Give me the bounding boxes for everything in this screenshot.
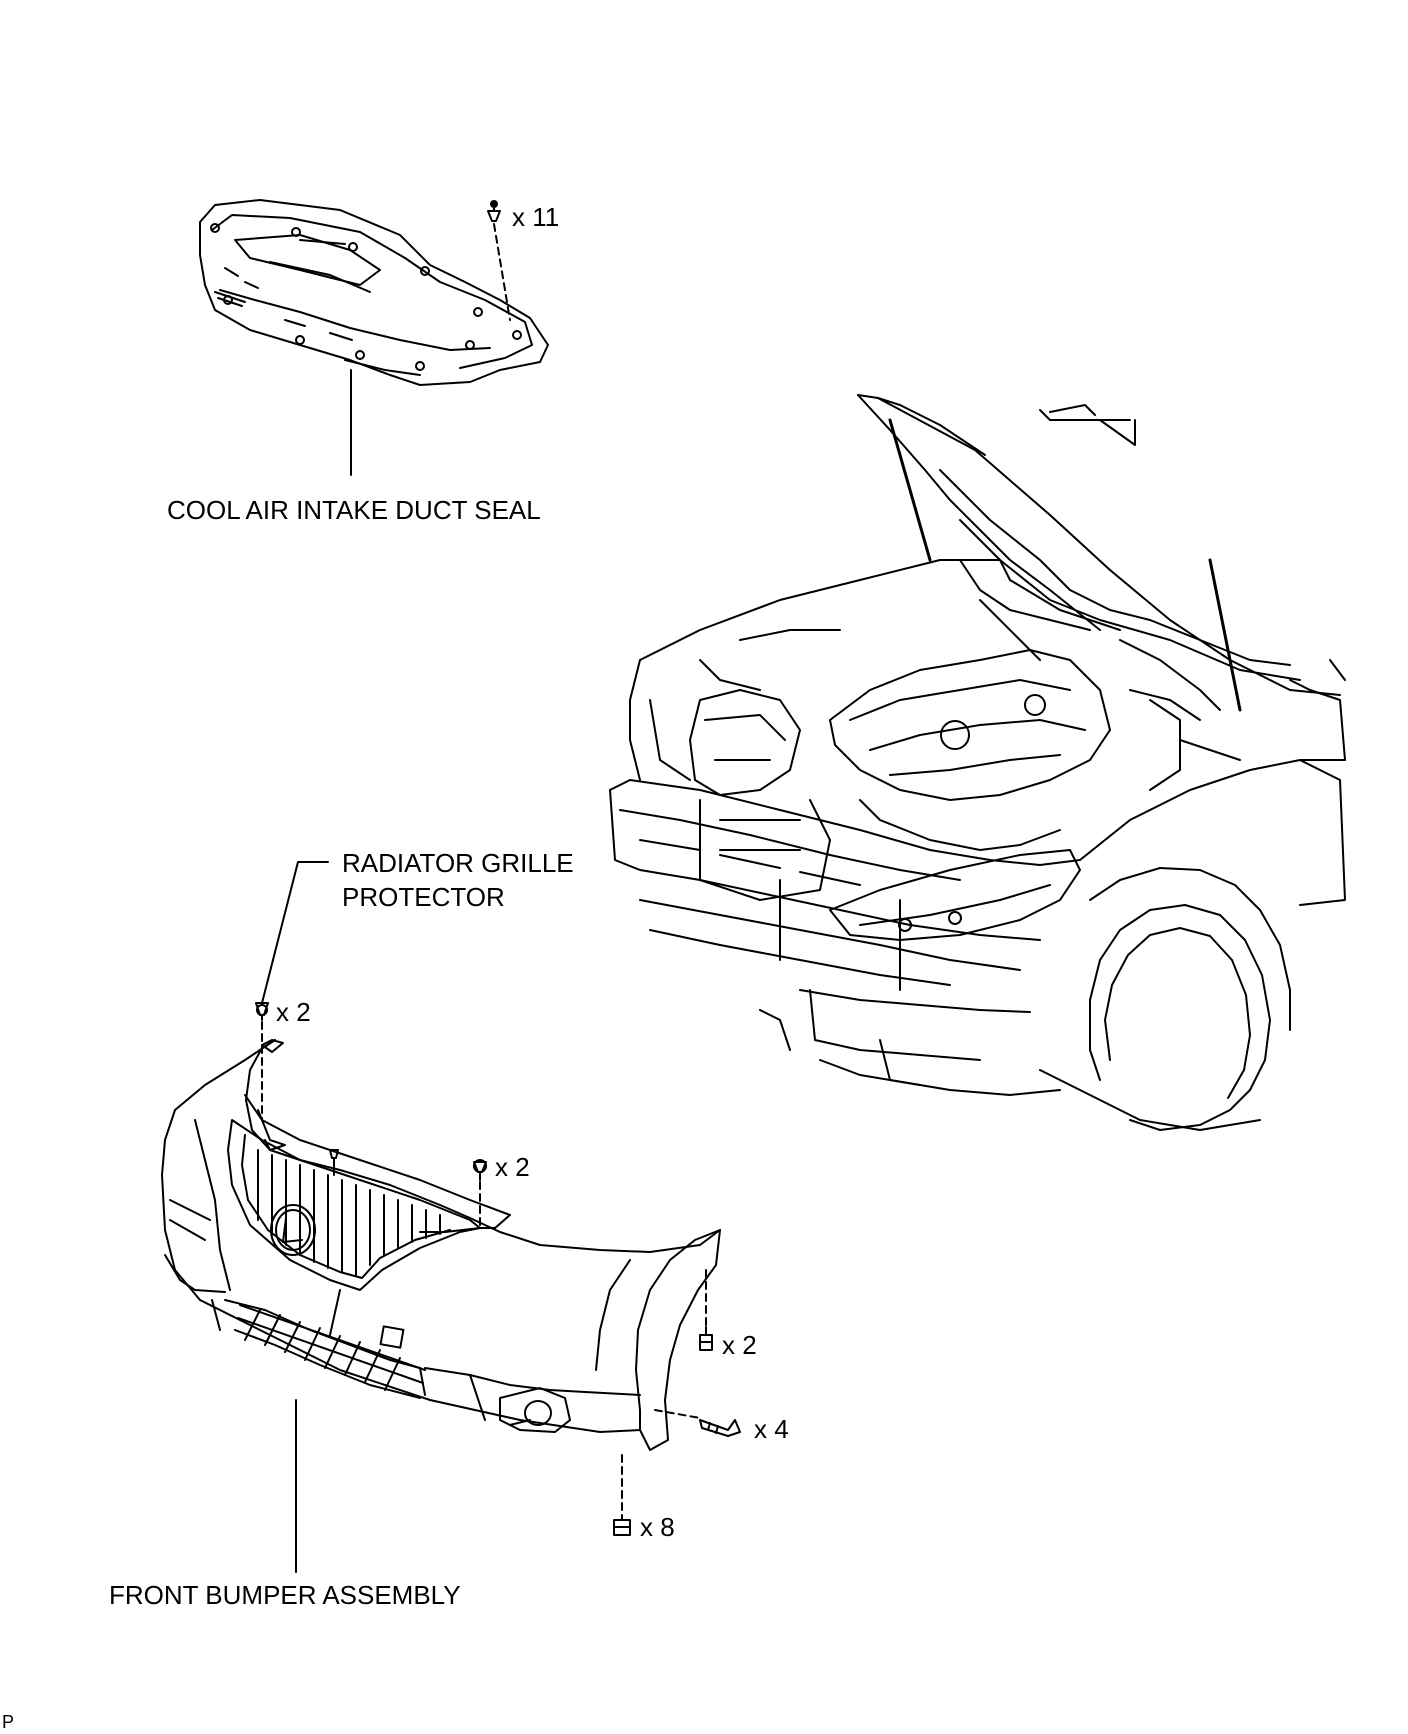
duct-seal-clip-icon bbox=[487, 200, 501, 222]
cool-air-intake-duct-seal-label: COOL AIR INTAKE DUCT SEAL bbox=[167, 495, 541, 525]
bumper-bottom-screw-icon bbox=[613, 1514, 631, 1536]
figure-code: P bbox=[2, 1712, 15, 1732]
bumper-rear-screw-icon bbox=[699, 1419, 741, 1437]
radiator-grille-protector-leader-line bbox=[261, 861, 329, 1004]
bumper-rear-screw-dashed-line bbox=[654, 1409, 701, 1419]
bumper-top-clip-icon bbox=[473, 1159, 487, 1181]
bumper-rear-screw-quantity: x 4 bbox=[754, 1414, 789, 1444]
bumper-bottom-screw-quantity: x 8 bbox=[640, 1512, 675, 1542]
bumper-side-screw-icon bbox=[699, 1326, 713, 1351]
front-bumper-assembly-part bbox=[161, 1039, 721, 1451]
grille-center-screw-icon bbox=[329, 1149, 339, 1176]
vehicle-front-engine-bay-illustration bbox=[609, 394, 1346, 1131]
radiator-grille-protector-label-line1: RADIATOR GRILLE bbox=[342, 848, 574, 878]
grille-protector-clip-quantity: x 2 bbox=[276, 997, 311, 1027]
grille-protector-clip-icon bbox=[255, 1002, 269, 1021]
bumper-top-clip-quantity: x 2 bbox=[495, 1152, 530, 1182]
duct-seal-clip-quantity: x 11 bbox=[512, 202, 560, 232]
duct-seal-clip-dashed-line bbox=[493, 223, 511, 321]
radiator-grille-protector-label-line2: PROTECTOR bbox=[342, 882, 505, 912]
radiator-grille-protector-part bbox=[257, 1039, 286, 1151]
cool-air-intake-duct-seal-part bbox=[199, 199, 549, 386]
bumper-side-screw-quantity: x 2 bbox=[722, 1330, 757, 1360]
front-bumper-assembly-label: FRONT BUMPER ASSEMBLY bbox=[109, 1580, 461, 1610]
